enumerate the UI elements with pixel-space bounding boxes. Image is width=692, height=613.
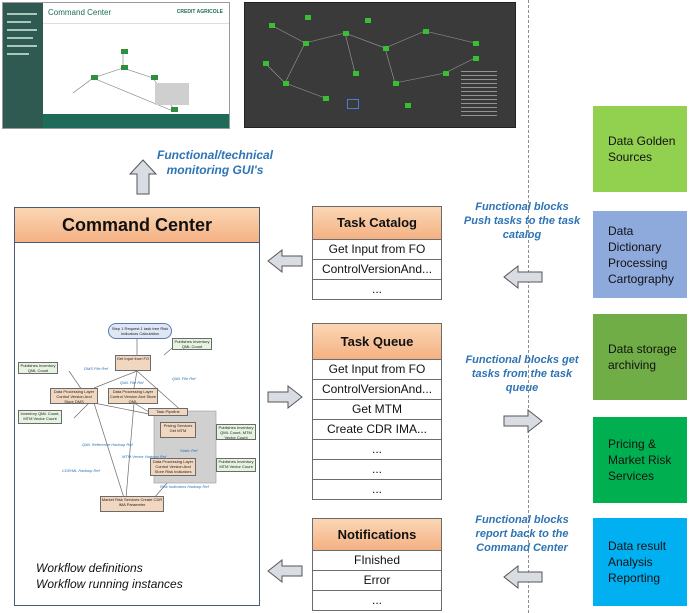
task-catalog-title: Task Catalog — [312, 206, 442, 240]
source-label: Data storage archiving — [608, 342, 677, 372]
workflow-start-node: Step 1 Request 1 task tree Risk Indicato… — [108, 323, 172, 339]
source-data-golden: Data Golden Sources — [593, 106, 687, 192]
wf-label: CDR/ML Hadoop Ref — [62, 468, 100, 473]
up-arrow-icon — [128, 159, 158, 195]
task-queue-row: ControlVersionAnd... — [312, 380, 442, 400]
wf-label: QML File Ref — [120, 380, 144, 385]
separator-line — [528, 0, 529, 613]
notifications-row: ... — [312, 591, 442, 611]
task-queue-row: Get Input from FO — [312, 360, 442, 380]
get-tasks-label: Functional blocks get tasks from the tas… — [465, 354, 579, 394]
task-queue-row: Create CDR IMA... — [312, 420, 442, 440]
wf-publishes-qml: Publishes Inventory QML Count — [172, 338, 212, 350]
monitoring-label: Functional/technical monitoring GUI's — [156, 148, 273, 177]
task-catalog-row: ... — [312, 280, 442, 300]
source-label: Data Golden Sources — [608, 134, 676, 164]
notifications-title: Notifications — [312, 518, 442, 551]
source-label: Data result Analysis Reporting — [608, 539, 667, 585]
task-catalog: Task Catalog Get Input from FO ControlVe… — [312, 206, 442, 300]
notifications-row: Error — [312, 571, 442, 591]
command-center-footer: Workflow definitions Workflow running in… — [36, 560, 256, 592]
wf-pricing-get-mtm: Pricing Services Get MTM — [160, 422, 196, 438]
wf-inventory-left: Inventory QML Count, MTM Vector Count — [18, 410, 62, 424]
wf-label: DMS File Ref — [84, 366, 108, 371]
footer-running-instances: Workflow running instances — [36, 577, 183, 591]
source-data-storage: Data storage archiving — [593, 314, 687, 400]
source-data-dictionary: Data Dictionary Processing Cartography — [593, 211, 687, 298]
notifications: Notifications FInished Error ... — [312, 518, 442, 611]
task-queue: Task Queue Get Input from FO ControlVers… — [312, 323, 442, 500]
command-center-panel — [14, 207, 260, 606]
left-arrow-icon — [267, 248, 303, 274]
source-pricing-market-risk: Pricing & Market Risk Services — [593, 417, 687, 503]
technical-monitoring-screenshot — [244, 2, 516, 128]
command-center-title: Command Center — [14, 207, 260, 243]
notifications-row: FInished — [312, 551, 442, 571]
report-back-label: Functional blocks report back to the Com… — [475, 514, 569, 554]
gui-group-box — [155, 83, 189, 105]
task-queue-row: ... — [312, 460, 442, 480]
left-arrow-icon — [503, 564, 543, 590]
wf-label: Risk Indicators Hadoop Ref — [160, 484, 209, 489]
gui-footer — [43, 114, 229, 128]
right-arrow-icon — [503, 408, 543, 434]
footer-workflow-definitions: Workflow definitions — [36, 561, 143, 575]
command-center-gui-screenshot: Command Center CREDIT AGRICOLE — [2, 2, 230, 129]
gui-brand: CREDIT AGRICOLE — [176, 9, 223, 15]
right-arrow-icon — [267, 384, 303, 410]
gui-title: Command Center — [48, 8, 112, 17]
task-catalog-row: ControlVersionAnd... — [312, 260, 442, 280]
wf-dp-store-dms: Data Processing Layer Control Version An… — [50, 388, 98, 404]
source-data-result: Data result Analysis Reporting — [593, 518, 687, 606]
wf-task-pipeline: Task Pipeline — [148, 408, 188, 416]
wf-label: Static Ref — [180, 448, 198, 453]
task-queue-row: ... — [312, 440, 442, 460]
wf-market-risk: Market Risk Services Create CDR IMA Para… — [100, 496, 164, 512]
task-queue-title: Task Queue — [312, 323, 442, 360]
gui-mini-workflow — [72, 53, 174, 112]
wf-dp-store-qml: Data Processing Layer Control Version An… — [108, 388, 158, 404]
push-tasks-label: Functional blocks Push tasks to the task… — [463, 201, 581, 241]
wf-publishes-vector: Publishes Inventory MTM Vector Count — [216, 458, 256, 472]
task-queue-row: Get MTM — [312, 400, 442, 420]
task-queue-row: ... — [312, 480, 442, 500]
source-label: Data Dictionary Processing Cartography — [608, 223, 675, 286]
wf-publishes-mtm: Publishes Inventory QML Count, MTM Vecto… — [216, 424, 256, 440]
wf-publishes-qml-left: Publishes Inventory QML Count — [18, 362, 58, 374]
wf-label: QML File Ref — [172, 376, 196, 381]
gui-header: Command Center CREDIT AGRICOLE — [43, 3, 229, 24]
left-arrow-icon — [267, 558, 303, 584]
wf-dp-store-risk: Data Processing Layer Control Version An… — [150, 458, 196, 476]
source-label: Pricing & Market Risk Services — [608, 437, 672, 483]
task-catalog-row: Get Input from FO — [312, 240, 442, 260]
wf-label: MTM Vector Hadoop Ref — [122, 454, 167, 459]
wf-label: QML Reference Hadoop Ref — [82, 442, 133, 447]
left-arrow-icon — [503, 264, 543, 290]
gui-sidebar — [3, 3, 43, 128]
wf-get-input: Get Input from FO — [115, 355, 151, 371]
